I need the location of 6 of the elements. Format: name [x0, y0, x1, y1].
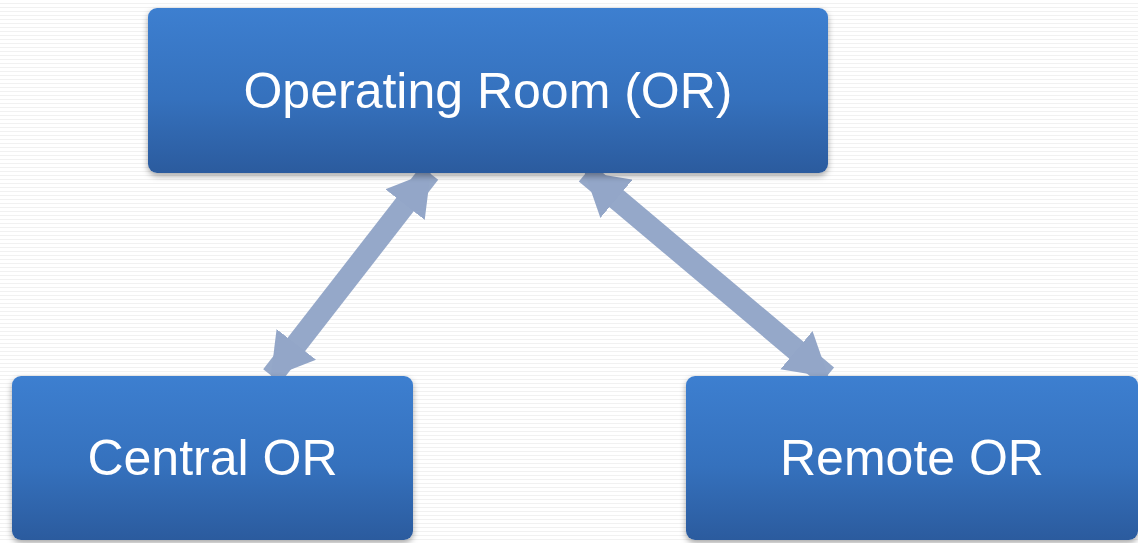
box-label: Remote OR [780, 429, 1044, 487]
process-box [686, 376, 1138, 540]
process-box [148, 8, 828, 173]
process-box [12, 376, 413, 540]
box-label: Central OR [87, 429, 338, 487]
box-label: Operating Room (OR) [243, 61, 733, 120]
